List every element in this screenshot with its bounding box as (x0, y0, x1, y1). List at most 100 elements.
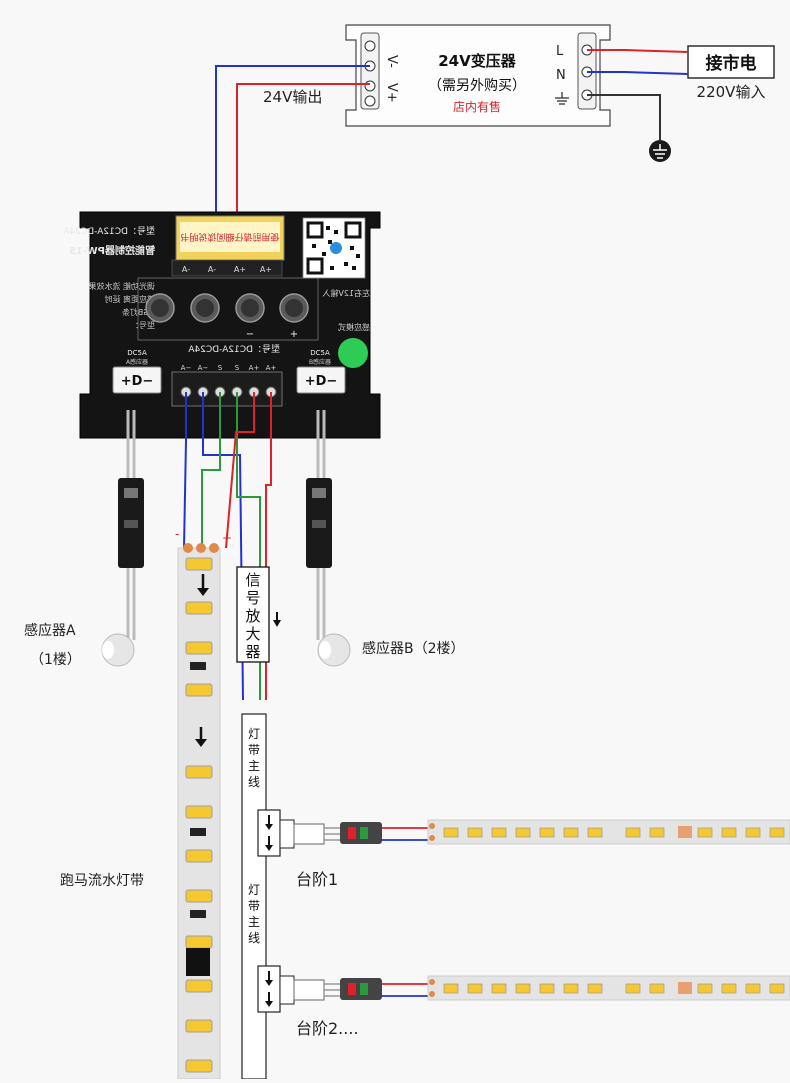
controller: 使用前请仔细阅读说明书 A- A- A+ A+ 型号：DC12A-DC24A 智… (62, 211, 381, 439)
step-branch-1 (257, 809, 790, 857)
main-line-char: 灯 (248, 883, 260, 897)
wire-strip-plus-red (225, 392, 255, 549)
strip-resistor (190, 662, 206, 670)
port-b-title: DC5A (310, 349, 330, 357)
terminal-screw (364, 80, 376, 92)
down-arrow-icon (273, 612, 281, 627)
control-button[interactable] (190, 293, 220, 323)
output-terminal-block: A− A− S S A+ A+ (171, 364, 283, 407)
dip-label: A- (208, 265, 216, 274)
terminal-label-v-plus: V+ (384, 83, 399, 103)
main-line: 灯 带 主 线 灯 带 主 线 (241, 713, 267, 1080)
mains-frame (687, 45, 775, 79)
control-button-minus[interactable]: − (235, 293, 265, 340)
controller-feature-line: 感应距离 延时 (104, 294, 155, 304)
main-line-char: 线 (248, 931, 260, 945)
terminal-screw (364, 40, 376, 52)
controller-label-paper (180, 222, 280, 252)
step-1-label: 台阶1 (296, 870, 338, 889)
transformer-title: 24V变压器 (438, 52, 516, 70)
control-button[interactable] (145, 293, 175, 323)
button-panel-frame (137, 277, 319, 341)
step-branch-2 (257, 965, 790, 1013)
main-line-char: 带 (248, 743, 260, 757)
amplifier-char: 大 (245, 625, 260, 643)
terminal-label: S (235, 364, 240, 372)
terminal-label-l: L (556, 44, 564, 59)
sensor-b-label: 感应器B（2楼） (362, 640, 465, 657)
port-b-socket[interactable] (296, 366, 346, 394)
transformer-body (345, 24, 611, 127)
port-a-sub: A感应器 (126, 358, 148, 366)
transformer: V- V+ L N 24V变压器 （需另外购买） 店内有售 (345, 24, 611, 127)
strip-resistor (190, 828, 206, 836)
strip-plus-sign: + (222, 531, 232, 545)
amplifier-char: 放 (245, 607, 260, 625)
down-arrow-icon (197, 574, 209, 596)
controller-model-text: 型号：DC12A-DC24A (62, 226, 155, 237)
strip-resistor (190, 910, 206, 918)
terminal-label: A+ (266, 364, 277, 372)
mirrored-right-text: 左右12V输入 感应模式 (322, 288, 370, 332)
port-b-sub: B感应器 (309, 358, 331, 366)
strip-label: 跑马流水灯带 (60, 873, 144, 889)
down-arrow-icon (265, 971, 273, 1007)
sensor-port-a: DC5A A感应器 +D− (112, 349, 162, 394)
sensor-port-b: DC5A B感应器 +D− (296, 349, 346, 394)
controller-right-text: 感应模式 (338, 322, 370, 332)
strip-minus-sign: - (175, 527, 179, 541)
controller-feature-line: 型号： (131, 321, 155, 330)
plus-sign: + (290, 329, 298, 340)
sensor-a-assembly (101, 410, 144, 667)
terminal-label: A+ (249, 364, 260, 372)
dip-label: A+ (234, 265, 246, 274)
transformer-subtitle: （需另外购买） (428, 78, 526, 94)
wire-l-red (587, 49, 689, 53)
mains-label: 接市电 (706, 53, 757, 74)
transformer-note: 店内有售 (453, 99, 501, 114)
wire-ground (587, 94, 661, 140)
controller-mid-model-text: 型号：DC12A-DC24A (187, 344, 280, 355)
amplifier-char: 号 (245, 589, 260, 607)
port-b-pins: +D− (305, 374, 338, 389)
step-2-label: 台阶2.... (296, 1019, 359, 1038)
terminal-label: A− (198, 364, 209, 372)
dip-label: A- (182, 265, 190, 274)
main-line-char: 带 (248, 899, 260, 913)
wire-strip-minus-blue (183, 392, 187, 549)
terminal-screw (364, 95, 376, 107)
dip-label: A+ (260, 265, 272, 274)
amplifier-char: 器 (245, 643, 260, 661)
status-led-indicator (338, 338, 368, 368)
controller-right-text2: 左右12V输入 (322, 288, 370, 298)
dip-label-strip (171, 259, 283, 277)
wire-v-minus-blue (215, 65, 370, 240)
output-label: 24V输出 (263, 88, 322, 106)
main-line-char: 主 (248, 915, 260, 929)
ground-symbol-icon (555, 92, 569, 105)
terminal-label-n: N (556, 68, 566, 83)
main-line-char: 主 (248, 759, 260, 773)
control-button-plus[interactable]: + (279, 293, 309, 340)
amplifier-box (236, 566, 270, 663)
main-line-char: 灯 (248, 727, 260, 741)
terminal-label: A− (181, 364, 192, 372)
minus-sign: − (246, 329, 254, 340)
running-led-strip (177, 543, 221, 1080)
mirrored-mid-text: 型号：DC12A-DC24A (187, 344, 280, 355)
earth-ground-icon (649, 140, 671, 162)
port-a-pins: +D− (121, 374, 154, 389)
sensor-a-label: 感应器A (24, 622, 76, 639)
sensor-a-sub: （1楼） (30, 652, 81, 668)
port-a-title: DC5A (127, 349, 147, 357)
main-line-char: 线 (248, 775, 260, 789)
terminal-label: S (218, 364, 223, 372)
port-a-socket[interactable] (112, 366, 162, 394)
qr-code (302, 217, 366, 279)
wire-strip-signal-green (201, 392, 221, 548)
amplifier-char: 信 (245, 571, 260, 589)
signal-amplifier: 信 号 放 大 器 (236, 566, 281, 663)
sensor-b-assembly (306, 410, 351, 667)
